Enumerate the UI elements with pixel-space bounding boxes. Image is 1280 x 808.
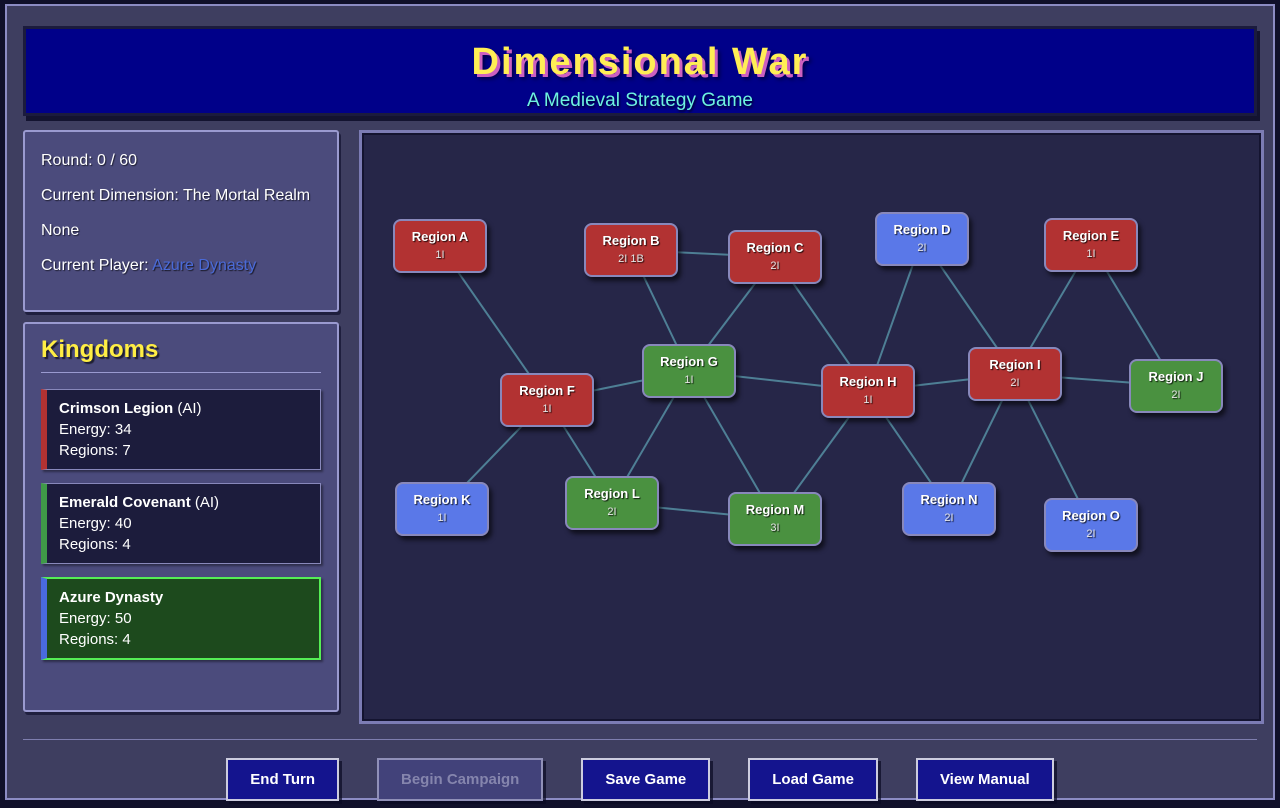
region-units: 3I [770,522,780,534]
region-name: Region C [746,240,804,255]
region-name: Region D [893,222,951,237]
region-node-G[interactable]: Region G 1I [642,344,736,398]
current-dimension: Current Dimension: The Mortal Realm [41,187,311,204]
region-name: Region B [602,233,660,248]
kingdom-name: Azure Dynasty [59,589,164,606]
footer-divider [23,739,1257,740]
region-name: Region E [1062,228,1120,243]
region-units: 1I [437,512,447,524]
region-units: 1I [542,403,552,415]
region-units: 1I [1086,248,1096,260]
region-units: 2I [944,512,954,524]
region-node-H[interactable]: Region H 1I [821,364,915,418]
current-player-line: Current Player: Azure Dynasty [41,257,321,275]
region-node-E[interactable]: Region E 1I [1044,218,1138,272]
region-name: Region F [519,383,575,398]
region-node-N[interactable]: Region N 2I [902,482,996,536]
region-name: Region M [745,502,805,517]
region-units: 2I 1B [618,253,644,265]
region-name: Region O [1062,508,1120,523]
region-node-A[interactable]: Region A 1I [393,219,487,273]
region-units: 2I [770,260,780,272]
begin-campaign-button: Begin Campaign [377,758,544,801]
region-node-D[interactable]: Region D 2I [875,212,969,266]
kingdom-card-crimson-legion: Crimson Legion (AI) Energy: 34 Regions: 7 [41,389,321,470]
round-counter: Round: 0 / 60 [41,152,138,169]
region-units: 2I [1010,377,1020,389]
region-node-O[interactable]: Region O 2I [1044,498,1138,552]
load-game-button[interactable]: Load Game [748,758,878,801]
save-game-button[interactable]: Save Game [581,758,711,801]
kingdom-card-emerald-covenant: Emerald Covenant (AI) Energy: 40 Regions: … [41,483,321,564]
region-name: Region J [1148,369,1204,384]
kingdom-list: Crimson Legion (AI) Energy: 34 Regions: 7 E… [41,389,321,660]
region-name: Region G [660,354,718,369]
kingdom-regions: Regions: 7 [59,442,131,459]
region-name: Region I [989,357,1041,372]
region-node-I[interactable]: Region I 2I [968,347,1062,401]
kingdom-regions: Regions: 4 [59,536,131,553]
action-bar: End Turn Begin Campaign Save Game Load Game… [7,758,1273,801]
region-node-M[interactable]: Region M 3I [728,492,822,546]
view-manual-button[interactable]: View Manual [915,758,1054,801]
kingdom-energy: Energy: 40 [59,515,132,532]
region-name: Region L [584,486,640,501]
region-name: Region N [920,492,978,507]
region-units: 2I [607,506,617,518]
kingdom-energy: Energy: 50 [59,610,132,627]
main-frame: Dimensional War A Medieval Strategy Game… [5,4,1275,801]
game-header: Dimensional War A Medieval Strategy Game [23,26,1257,116]
kingdom-energy: Energy: 34 [59,421,132,438]
region-node-K[interactable]: Region K 1I [395,482,489,536]
current-player-label: Current Player: [41,257,153,274]
kingdom-regions: Regions: 4 [59,631,131,648]
region-name: Region H [839,374,897,389]
region-name: Region A [411,229,469,244]
region-node-F[interactable]: Region F 1I [500,373,594,427]
region-node-B[interactable]: Region B 2I 1B [584,223,678,277]
region-units: 1I [435,249,445,261]
end-turn-button[interactable]: End Turn [226,758,339,801]
region-units: 1I [684,374,694,386]
region-node-J[interactable]: Region J 2I [1129,359,1223,413]
kingdom-name: Crimson Legion (AI) [59,400,202,417]
region-node-L[interactable]: Region L 2I [565,476,659,530]
kingdoms-title: Kingdoms [41,336,321,373]
kingdom-name: Emerald Covenant (AI) [59,494,220,511]
current-player-name: Azure Dynasty [152,257,257,274]
region-units: 2I [917,242,927,254]
region-node-C[interactable]: Region C 2I [728,230,822,284]
phase-status: None [41,222,80,239]
region-name: Region K [413,492,471,507]
region-units: 2I [1086,528,1096,540]
kingdoms-panel: Kingdoms Crimson Legion (AI) Energy: 34 Re… [23,322,339,712]
region-units: 2I [1171,389,1181,401]
status-panel: Round: 0 / 60 Current Dimension: The Mor… [23,130,339,312]
game-title: Dimensional War [471,41,809,83]
game-subtitle: A Medieval Strategy Game [527,90,753,111]
region-units: 1I [863,394,873,406]
